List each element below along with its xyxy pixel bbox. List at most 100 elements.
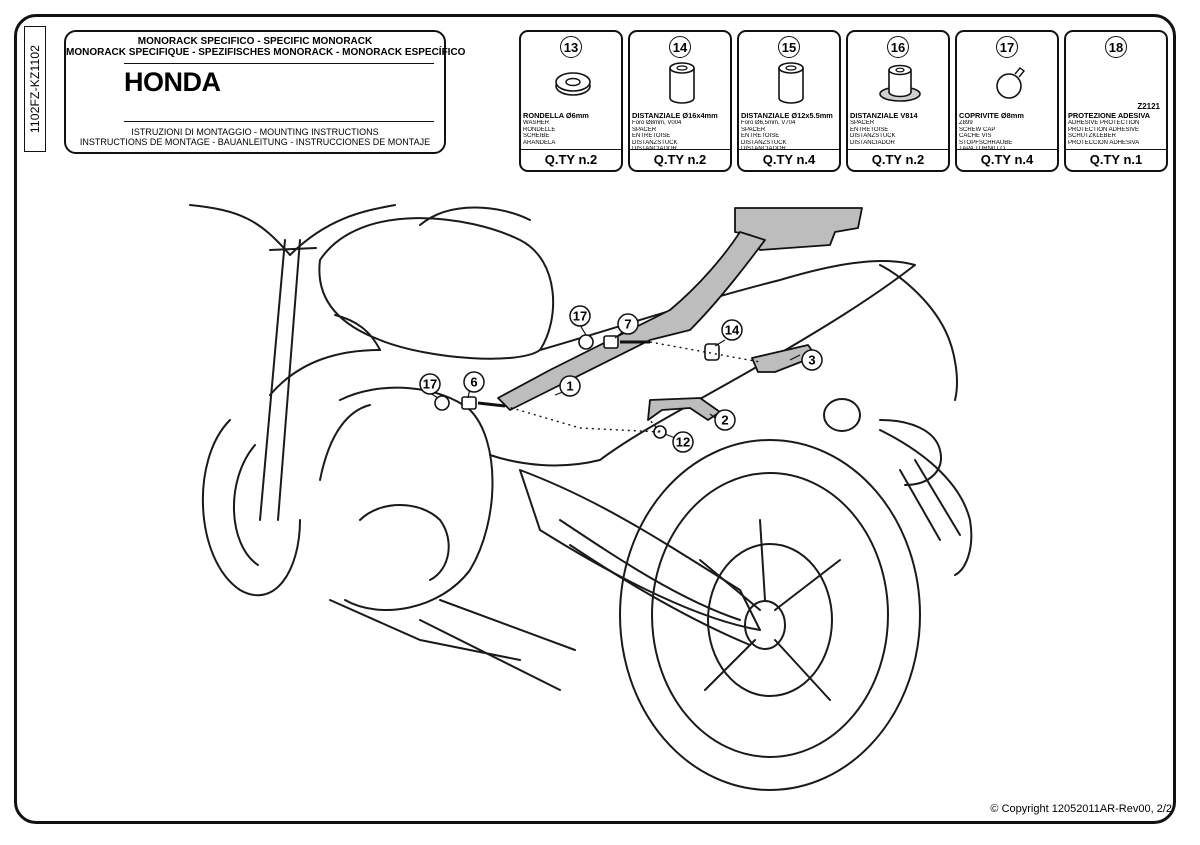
part-sub-text: SCREW CAP	[959, 126, 996, 133]
part-sub-text: CACHE VIS	[959, 133, 992, 140]
callout-circle	[801, 349, 823, 371]
callout-circle	[672, 431, 694, 453]
part-sub-text: PROTECCIÓN ADHESIVA	[1068, 139, 1140, 146]
side-code-box: 1102FZ-KZ1102	[24, 26, 46, 152]
part-sub-text: ENTRETOISE	[850, 126, 889, 133]
part-quantity: Q.TY n.4	[957, 149, 1057, 170]
part-quantity: Q.TY n.2	[630, 149, 730, 170]
bracket-3	[751, 344, 817, 373]
part-sub-text: Z899	[959, 120, 973, 126]
part-name: DISTANZIALE V814	[850, 112, 918, 120]
part-sub-text: SPACER	[741, 126, 766, 133]
title-box: MONORACK SPECIFICO - SPECIFIC MONORACK M…	[64, 30, 466, 154]
callout-circle	[419, 373, 441, 395]
spacer-icon	[778, 62, 804, 104]
instruction-rule	[124, 121, 434, 122]
part-sub-text: DISTANZSTUCK	[850, 133, 896, 140]
front-tyre	[201, 419, 301, 597]
copyright-notice: © Copyright 12052011AR-Rev00, 2/2	[990, 803, 1172, 815]
part-sub-text: ENTRETOISE	[632, 133, 671, 140]
callout-label: 6	[470, 375, 477, 390]
callout-circle	[721, 319, 743, 341]
part-sub-text: DISTANCIADOR	[850, 139, 895, 146]
part-name: DISTANZIALE Ø16x4mm	[632, 112, 718, 120]
title-rule	[124, 63, 434, 64]
callout-label: 14	[725, 323, 740, 338]
part-sub-text: Foro Ø8mm, V004	[632, 120, 682, 126]
part-sub-text: DISTANCIADOR	[741, 146, 786, 150]
drive-chain	[559, 519, 751, 646]
swingarm	[519, 469, 761, 631]
rear-hub	[744, 600, 786, 650]
part-sub-text: SPACER	[632, 126, 657, 133]
part-sub-text: PROTECTION ADHESIVE	[1068, 126, 1140, 133]
callout-circle	[714, 409, 736, 431]
part-name: COPRIVITE Ø8mm	[959, 112, 1024, 120]
part-sub-text: DISTANZSTUCK	[632, 139, 678, 146]
part-code: Z2121	[1137, 102, 1160, 111]
washer-icon	[555, 72, 591, 96]
flanged-spacer-icon	[879, 64, 921, 102]
part-sub-text: ADHESIVE PROTECTION	[1068, 120, 1140, 126]
part-number: 17	[996, 36, 1018, 58]
instruction-line-2: INSTRUCTIONS DE MONTAGE - BAUANLEITUNG -…	[79, 137, 431, 147]
part-quantity: Q.TY n.2	[521, 149, 621, 170]
rear-tyre	[619, 439, 921, 791]
title-line-2: MONORACK SPECIFIQUE - SPEZIFISCHES MONOR…	[66, 47, 466, 58]
part-sub-text: ARANDELA	[523, 139, 556, 146]
part-name: PROTEZIONE ADESIVA	[1068, 112, 1151, 120]
part-name: RONDELLA Ø6mm	[523, 112, 589, 120]
part-number: 18	[1105, 36, 1127, 58]
brand-name: HONDA	[124, 67, 221, 97]
rear-rim	[651, 472, 889, 758]
callout-circle	[569, 305, 591, 327]
part-sub-text: ENTRETOISE	[741, 133, 780, 140]
callout-label: 7	[624, 317, 631, 332]
callout-label: 1	[566, 379, 573, 394]
callout-label: 2	[721, 413, 728, 428]
part-quantity: Q.TY n.2	[848, 149, 948, 170]
engine-block	[339, 386, 494, 611]
callout-circle	[617, 313, 639, 335]
bracket-2	[647, 397, 721, 421]
part-name: DISTANZIALE Ø12x5.5mm	[741, 112, 833, 120]
part-quantity: Q.TY n.4	[739, 149, 839, 170]
front-fork	[259, 239, 317, 521]
part-number: 15	[778, 36, 800, 58]
rear-brake-disc	[707, 543, 833, 697]
part-number: 13	[560, 36, 582, 58]
screw-cap-icon	[996, 67, 1026, 99]
part-sub-text: SCHEIBE	[523, 133, 550, 140]
part-sub-text: SCHUTZKLEBER	[1068, 133, 1117, 140]
part-sub-text: DISTANCIADOR	[632, 146, 677, 150]
callout-circle	[463, 371, 485, 393]
callout-label: 17	[423, 377, 437, 392]
part-number: 14	[669, 36, 691, 58]
part-sub-text: DISTANZSTUCK	[741, 139, 787, 146]
monorack-arm	[497, 231, 766, 411]
title-line-1: MONORACK SPECIFICO - SPECIFIC MONORACK	[137, 36, 373, 47]
part-sub-text: SPACER	[850, 120, 875, 126]
callout-label: 3	[808, 353, 815, 368]
part-sub-text: WASHER	[523, 120, 550, 126]
spacer-icon	[669, 62, 695, 104]
part-sub-text: STOPFSCHRAUBE	[959, 139, 1013, 146]
part-quantity: Q.TY n.1	[1066, 149, 1166, 170]
callout-label: 17	[573, 309, 587, 324]
fuel-tank	[318, 217, 555, 360]
part-sub-text: TAPA TORNILLO	[959, 146, 1005, 150]
callout-circle	[559, 375, 581, 397]
